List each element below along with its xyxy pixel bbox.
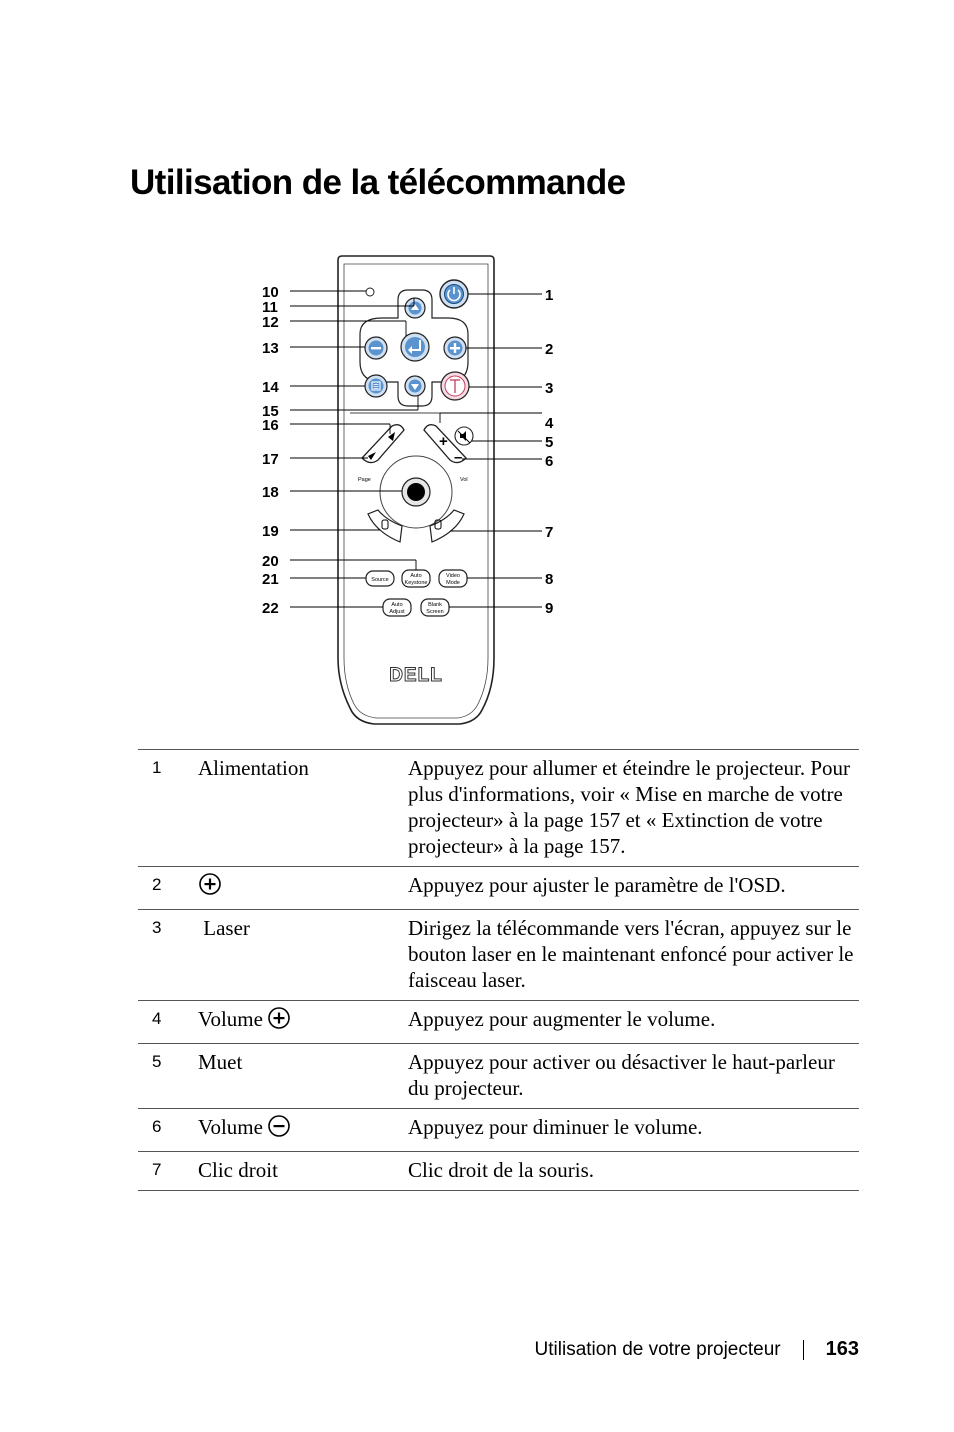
page-number: 163 <box>825 1338 859 1360</box>
callout-1: 1 <box>545 287 553 304</box>
row-description: Appuyez pour allumer et éteindre le proj… <box>408 749 859 867</box>
vol-label: Vol <box>460 477 468 483</box>
status-led-icon <box>365 287 375 297</box>
remote-control-diagram: + – Page Vol Source Auto Keystone Video … <box>262 255 554 725</box>
callout-15: 15 <box>262 403 279 420</box>
row-name: Volume <box>198 1108 408 1152</box>
footer-divider <box>802 1339 804 1360</box>
callout-14: 14 <box>262 379 279 396</box>
table-row: 3 Laser Dirigez la télécommande vers l'éc… <box>138 909 859 1001</box>
row-name-text: Clic droit <box>198 1158 278 1182</box>
row-description: Appuyez pour activer ou désactiver le ha… <box>408 1043 859 1109</box>
page-title: Utilisation de la télécommande <box>130 163 626 202</box>
row-name: Volume <box>198 1000 408 1044</box>
volume-rocker-icon <box>423 424 467 464</box>
row-number: 7 <box>138 1151 198 1191</box>
row-description: Appuyez pour augmenter le volume. <box>408 1000 859 1044</box>
row-name: Alimentation <box>198 749 408 867</box>
auto-keystone-label-1: Auto <box>410 573 421 579</box>
callout-10: 10 <box>262 284 279 301</box>
row-number: 2 <box>138 866 198 910</box>
right-click-button-icon <box>429 509 465 543</box>
dell-logo: DELL <box>389 665 443 686</box>
callout-2: 2 <box>545 341 553 358</box>
blank-screen-label-2: Screen <box>426 609 443 615</box>
row-name-text: Alimentation <box>198 756 309 780</box>
auto-adjust-label-1: Auto <box>391 602 402 608</box>
video-mode-label-1: Video <box>446 573 460 579</box>
callout-16: 16 <box>262 417 279 434</box>
row-name-text: Laser <box>198 916 250 940</box>
row-description: Dirigez la télécommande vers l'écran, ap… <box>408 909 859 1001</box>
auto-keystone-label-2: Keystone <box>405 580 428 586</box>
svg-text:+: + <box>439 433 448 450</box>
svg-text:–: – <box>454 449 462 466</box>
callout-9: 9 <box>545 600 553 617</box>
row-name: Muet <box>198 1043 408 1109</box>
leader-lines <box>290 290 542 608</box>
source-button-icon <box>365 570 395 587</box>
row-number: 6 <box>138 1108 198 1152</box>
table-row: 2 Appuyez pour ajuster le paramètre de l'… <box>138 866 859 910</box>
callout-12: 12 <box>262 314 279 331</box>
callout-18: 18 <box>262 484 279 501</box>
callout-20: 20 <box>262 553 279 570</box>
remote-control-figure: + – Page Vol Source Auto Keystone Video … <box>250 248 580 732</box>
callout-7: 7 <box>545 524 553 541</box>
row-name-text: Volume <box>198 1007 263 1031</box>
auto-adjust-label-2: Adjust <box>389 609 405 615</box>
auto-adjust-button-icon <box>382 598 412 617</box>
callout-3: 3 <box>545 380 553 397</box>
callout-11: 11 <box>262 299 278 316</box>
callout-13: 13 <box>262 340 279 357</box>
callout-5: 5 <box>545 434 553 451</box>
row-name: Laser <box>198 909 408 1001</box>
row-description: Appuyez pour diminuer le volume. <box>408 1108 859 1152</box>
video-mode-label-2: Mode <box>446 580 460 586</box>
blank-screen-label-1: Blank <box>428 602 442 608</box>
minus-circle-icon <box>267 1114 291 1144</box>
row-number: 5 <box>138 1043 198 1109</box>
callout-19: 19 <box>262 523 279 540</box>
blank-screen-button-icon <box>420 598 450 617</box>
callout-22: 22 <box>262 600 279 617</box>
row-number: 3 <box>138 909 198 1001</box>
row-description: Clic droit de la souris. <box>408 1151 859 1191</box>
row-name-text: Volume <box>198 1115 263 1139</box>
callout-17: 17 <box>262 451 279 468</box>
source-label: Source <box>371 577 388 583</box>
callout-21: 21 <box>262 571 279 588</box>
row-number: 1 <box>138 749 198 867</box>
row-name: Clic droit <box>198 1151 408 1191</box>
callout-8: 8 <box>545 571 553 588</box>
callout-6: 6 <box>545 453 553 470</box>
page-label: Page <box>358 477 371 483</box>
plus-circle-icon <box>267 1006 291 1036</box>
left-click-button-icon <box>367 509 403 543</box>
video-mode-button-icon <box>438 569 468 588</box>
row-name <box>198 866 408 910</box>
footer-section-title: Utilisation de votre projecteur <box>534 1338 781 1360</box>
page-footer: Utilisation de votre projecteur 163 <box>535 1338 859 1361</box>
row-name-text: Muet <box>198 1050 243 1074</box>
row-description: Appuyez pour ajuster le paramètre de l'O… <box>408 866 859 910</box>
row-number: 4 <box>138 1000 198 1044</box>
plus-circle-icon <box>198 872 222 902</box>
callout-4: 4 <box>545 415 554 432</box>
